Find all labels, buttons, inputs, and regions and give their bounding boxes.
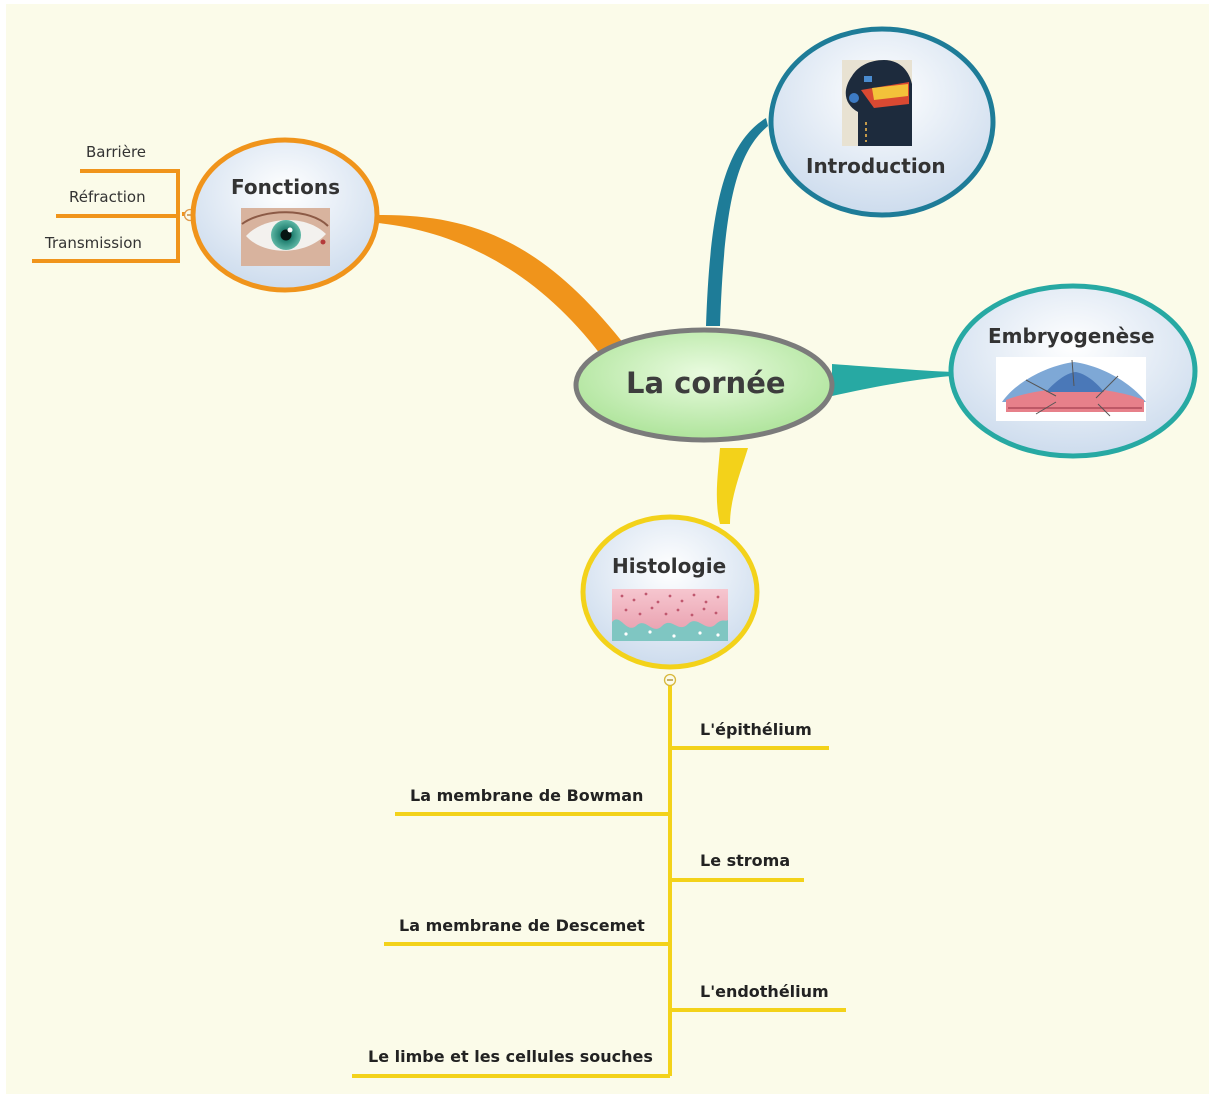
histologie-label: Histologie <box>612 554 727 578</box>
head-profile-illustration <box>842 60 912 146</box>
histologie-child-epithelium[interactable]: L'épithélium <box>700 720 812 739</box>
central-topic-node[interactable] <box>573 327 835 443</box>
fonctions-label: Fonctions <box>231 175 340 199</box>
embryogenese-label: Embryogenèse <box>988 324 1155 348</box>
branch-embryogenese <box>832 364 952 396</box>
embryo-cross-section-illustration <box>996 357 1146 421</box>
introduction-label: Introduction <box>806 154 946 178</box>
fonctions-child-barriere[interactable]: Barrière <box>86 143 147 161</box>
fonctions-child-transmission[interactable]: Transmission <box>45 234 142 252</box>
histologie-child-endothelium[interactable]: L'endothélium <box>700 982 829 1001</box>
central-topic-label: La cornée <box>626 366 786 400</box>
histologie-child-bowman[interactable]: La membrane de Bowman <box>410 786 644 805</box>
histologie-child-descemet[interactable]: La membrane de Descemet <box>399 916 645 935</box>
branch-introduction <box>706 118 768 326</box>
histologie-subtree-lines <box>352 684 846 1078</box>
histologie-child-limbe[interactable]: Le limbe et les cellules souches <box>368 1047 653 1066</box>
fonctions-child-refraction[interactable]: Réfraction <box>69 188 146 206</box>
histologie-child-stroma[interactable]: Le stroma <box>700 851 791 870</box>
tissue-section-illustration <box>612 589 728 641</box>
branch-histologie <box>716 448 748 524</box>
histologie-collapse-toggle[interactable] <box>663 673 677 687</box>
branch-fonctions <box>378 214 628 362</box>
eye-photo <box>241 208 330 266</box>
mind-map-canvas: La cornée Introduction Embryogenèse Fonc… <box>6 4 1209 1094</box>
mind-map <box>32 26 1198 1078</box>
